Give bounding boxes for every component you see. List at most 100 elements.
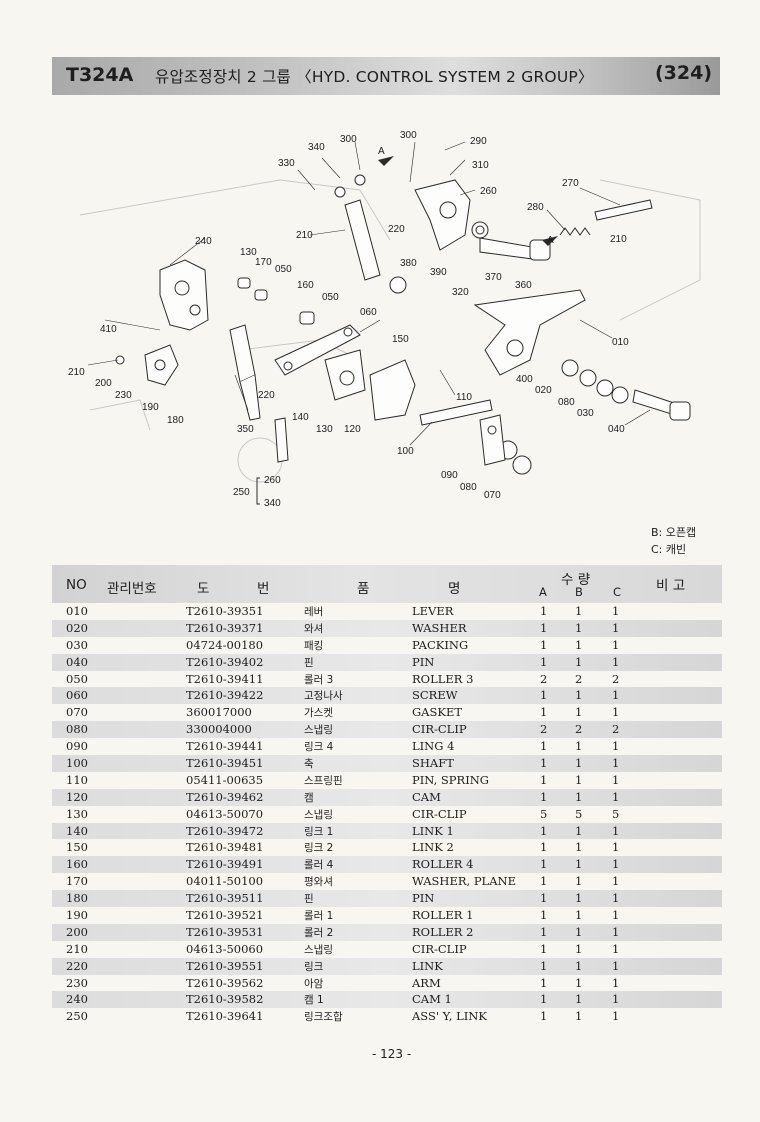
cell-no: 230 xyxy=(66,975,88,990)
cell-no: 250 xyxy=(66,1009,88,1024)
cell-qty-c: 1 xyxy=(612,654,620,669)
cell-qty-c: 1 xyxy=(612,908,620,923)
callout: 340 xyxy=(308,142,325,153)
cell-name-english: ASS' Y, LINK xyxy=(412,1009,487,1024)
cell-name-korean: 링크조합 xyxy=(304,1011,343,1024)
callout: 210 xyxy=(296,230,313,241)
col-header-remark: 비 고 xyxy=(656,578,686,594)
cell-qty-b: 1 xyxy=(575,1009,583,1024)
cell-qty-a: 1 xyxy=(540,924,548,939)
arrow-letter-top: A xyxy=(378,146,385,157)
callout: 400 xyxy=(516,374,533,385)
cell-qty-c: 1 xyxy=(612,958,620,973)
cell-no: 120 xyxy=(66,789,88,804)
cell-part-number: 04613-50060 xyxy=(186,941,264,956)
cell-qty-a: 1 xyxy=(540,654,548,669)
cell-qty-a: 2 xyxy=(540,722,548,737)
callout: 110 xyxy=(456,392,472,403)
cell-name-english: PIN, SPRING xyxy=(412,772,489,787)
callout: 080 xyxy=(460,482,477,493)
cell-no: 190 xyxy=(66,908,88,923)
cell-qty-b: 1 xyxy=(575,789,583,804)
callout: 390 xyxy=(430,267,447,278)
cell-qty-c: 1 xyxy=(612,992,620,1007)
page-number: - 123 - xyxy=(372,1047,412,1061)
cell-name-english: LINK 1 xyxy=(412,823,454,838)
cell-name-korean: 아암 xyxy=(304,977,324,990)
cell-part-number: T2610-39551 xyxy=(186,958,264,973)
cell-name-korean: 레버 xyxy=(304,606,324,618)
callout: 170 xyxy=(255,257,272,268)
cell-qty-c: 1 xyxy=(612,874,620,889)
legend-notes: B: 오픈캡 C: 캐빈 xyxy=(651,524,696,558)
note-cabin: C: 캐빈 xyxy=(651,543,687,556)
cell-name-english: CAM xyxy=(412,789,441,804)
header-bar xyxy=(52,57,720,95)
link-part xyxy=(274,324,361,376)
cell-no: 180 xyxy=(66,891,88,906)
cell-name-korean: 스냅링 xyxy=(304,808,333,821)
cell-qty-b: 1 xyxy=(575,840,583,855)
cell-part-number: 04724-00180 xyxy=(186,637,264,652)
cell-qty-b: 1 xyxy=(575,857,583,872)
cell-name-english: LINK 2 xyxy=(412,840,454,855)
cell-no: 140 xyxy=(66,823,88,838)
callout: 070 xyxy=(484,490,501,501)
cell-qty-a: 1 xyxy=(540,975,548,990)
cell-qty-a: 1 xyxy=(540,772,548,787)
cell-qty-b: 2 xyxy=(575,722,583,737)
callout: 080 xyxy=(558,397,575,408)
col-header-name-1: 품 xyxy=(357,581,370,597)
arrow-letter-right: A xyxy=(547,235,554,246)
cell-qty-a: 1 xyxy=(540,739,548,754)
cell-name-english: GASKET xyxy=(412,705,463,720)
callout: 290 xyxy=(470,136,487,147)
group-item: 260 xyxy=(264,475,281,486)
cell-qty-b: 1 xyxy=(575,874,583,889)
cell-part-number: T2610-39491 xyxy=(186,857,264,872)
cell-name-english: SHAFT xyxy=(412,756,454,771)
cell-name-korean: 축 xyxy=(304,758,314,771)
cell-part-number: T2610-39531 xyxy=(186,924,264,939)
callout: 200 xyxy=(95,378,112,389)
col-header-mgmt: 관리번호 xyxy=(107,581,157,597)
callout: 380 xyxy=(400,258,417,269)
callout: 060 xyxy=(360,307,377,318)
cell-name-english: ROLLER 2 xyxy=(412,924,474,939)
col-header-a: A xyxy=(539,585,547,599)
cell-qty-b: 1 xyxy=(575,705,583,720)
cell-part-number: T2610-39441 xyxy=(186,739,264,754)
cell-no: 210 xyxy=(66,941,88,956)
callout: 280 xyxy=(527,202,544,213)
cell-name-english: LING 4 xyxy=(412,739,455,754)
col-header-drawing-1: 도 xyxy=(197,581,210,597)
cell-name-english: CIR-CLIP xyxy=(412,941,467,956)
cell-qty-a: 1 xyxy=(540,840,548,855)
cell-qty-a: 1 xyxy=(540,620,548,635)
cell-part-number: T2610-39481 xyxy=(186,840,264,855)
page-code: (324) xyxy=(655,62,713,84)
cell-qty-a: 1 xyxy=(540,992,548,1007)
cell-name-korean: 패킹 xyxy=(304,639,324,652)
cell-name-english: SCREW xyxy=(412,688,458,703)
cell-no: 220 xyxy=(66,958,88,973)
cell-name-english: ROLLER 3 xyxy=(412,671,474,686)
cell-part-number: 330004000 xyxy=(186,722,252,737)
cell-qty-b: 1 xyxy=(575,941,583,956)
cell-name-english: PIN xyxy=(412,891,435,906)
cell-no: 090 xyxy=(66,739,88,754)
cell-no: 240 xyxy=(66,992,88,1007)
cell-name-korean: 링크 4 xyxy=(304,741,334,754)
col-header-no: NO xyxy=(66,577,87,593)
cell-name-english: WASHER, PLANE xyxy=(412,874,516,889)
cell-part-number: T2610-39422 xyxy=(186,688,264,703)
